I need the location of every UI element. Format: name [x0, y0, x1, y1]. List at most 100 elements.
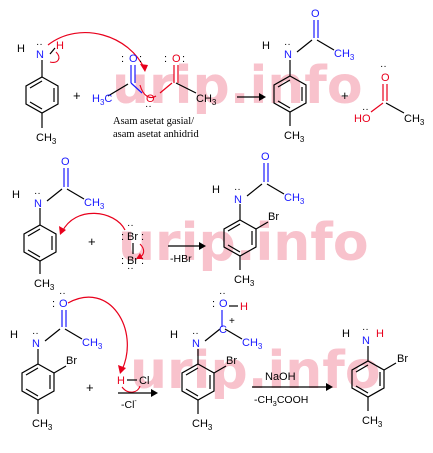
- prod-h-left: H: [342, 328, 350, 340]
- bromo-acetanilide: [223, 163, 285, 270]
- hydrogen-chloride: H Cl: [117, 375, 149, 387]
- amine-h-left: H: [17, 43, 25, 55]
- watermark-row-1: urip.info: [112, 56, 363, 116]
- curved-arrow-cleave: [139, 84, 157, 99]
- plus-sign-row1-b: +: [341, 88, 349, 103]
- amine-lone-pair: ··: [36, 39, 43, 50]
- bromo-acetanilide-reactant: [21, 310, 83, 414]
- curved-arrow-h-cl: [121, 385, 141, 393]
- bromine-molecule: Br : : ·· Br : : ··: [121, 220, 144, 274]
- int-br: Br: [226, 355, 237, 367]
- curved-arrow-o-to-h: [67, 296, 128, 371]
- p-toluidine-labels: H N ·· H CH3: [17, 39, 64, 146]
- reaction-arrow-row2-head: [199, 242, 206, 250]
- r3-amide-o: O: [59, 298, 68, 310]
- br-top-lp-r: :: [141, 231, 144, 243]
- r3-reactant-labels: H N ·· O ·· : CH3 Br CH3: [10, 288, 103, 432]
- int-o-lp: ··: [219, 288, 226, 299]
- acetanilide-reactant-labels: H N ·· O CH3 CH3: [12, 156, 105, 292]
- amide-o: O: [311, 8, 320, 20]
- r2-ring-ch3: CH3: [34, 278, 55, 292]
- arrowhead-n-attack: [140, 64, 148, 72]
- amine-n: N: [36, 49, 44, 61]
- reaction-arrow-row3a-head: [151, 389, 158, 397]
- reaction-arrow-row1-head: [259, 93, 266, 101]
- curved-arrow-nh: [49, 51, 60, 63]
- br-bottom-lp-b: ··: [127, 263, 134, 274]
- p-methylacetanilide-labels: H N ·· O CH3 CH3: [262, 8, 355, 144]
- r2-amide-ch3: CH3: [84, 197, 105, 211]
- r2-amide-h: H: [12, 189, 20, 201]
- amine-h-right-red: H: [56, 40, 64, 52]
- arrowhead-br-br: [136, 253, 143, 259]
- r3-amide-o-lp: ··: [59, 288, 66, 299]
- anhydride-left-o-lp2: :: [139, 53, 142, 65]
- plus-sign-row2: +: [88, 234, 96, 249]
- acetic-anhydride: [107, 65, 197, 97]
- prod-n: N: [362, 335, 370, 347]
- hcl-cl: Cl: [139, 375, 149, 387]
- r2p-amide-ch3: CH3: [284, 192, 305, 206]
- r3-amide-o-lp2: :: [52, 298, 55, 310]
- amide-ch3: CH3: [334, 48, 355, 62]
- p-methylacetanilide: [273, 20, 335, 126]
- r3-br: Br: [66, 355, 77, 367]
- p-toluidine: [25, 47, 59, 128]
- br-top-lp-l: :: [121, 231, 124, 243]
- acid-ch3: CH3: [404, 113, 425, 127]
- bromo-methylaniline: [351, 346, 397, 411]
- int-o-lp2: :: [212, 298, 215, 310]
- int-ring-ch3: CH3: [192, 418, 213, 432]
- reagent-label-line2: asam asetat anhidrid: [113, 129, 199, 140]
- intermediate-labels: H N ·· O ·· : H C + CH3 Br CH3: [170, 288, 263, 432]
- r3-amide-n: N: [32, 338, 40, 350]
- acid-ho-lp: ··: [362, 104, 369, 115]
- r3-amide-ch3: CH3: [82, 337, 103, 351]
- r2p-amide-n: N: [234, 194, 242, 206]
- int-c-charge: +: [229, 316, 235, 327]
- protonated-intermediate: [181, 305, 243, 414]
- p-methylacetanilide-reactant: [23, 168, 85, 274]
- prod-n-lp: ··: [362, 324, 369, 335]
- acetanilide-ring-ch3: CH3: [284, 130, 305, 144]
- plus-sign-row1: +: [73, 88, 81, 103]
- anhydride-right-o-lp2: :: [182, 53, 185, 65]
- reagent-naoh: NaOH: [265, 371, 296, 383]
- curved-arrow-n-attack: [47, 31, 146, 71]
- acid-ho: HO: [354, 113, 371, 125]
- bromo-acetanilide-labels: H N ·· O CH3 Br CH3: [212, 151, 305, 288]
- br-bottom-lp-l: :: [121, 255, 124, 267]
- anhydride-left-o: O: [129, 53, 138, 65]
- anhydride-bridge-o-lp: ··: [145, 101, 152, 112]
- anhydride-left-o-lp: :: [121, 53, 124, 65]
- prod-h-right: H: [376, 328, 384, 340]
- byproduct-acetic-acid: -CH3COOH: [254, 394, 308, 408]
- curved-arrow-ring-to-br: [61, 212, 126, 233]
- r2-amide-n: N: [34, 198, 42, 210]
- anhydride-right-o-lp: :: [164, 53, 167, 65]
- acid-carbonyl-o: O: [381, 72, 390, 84]
- int-amide-n-lp: ··: [192, 328, 199, 339]
- amide-n-lp: ··: [284, 39, 291, 50]
- hcl-h: H: [117, 375, 125, 387]
- prod-ring-ch3: CH3: [362, 415, 383, 429]
- amide-n: N: [284, 49, 292, 61]
- anhydride-ch3: CH3: [196, 93, 217, 107]
- r2-amide-n-lp: ··: [34, 188, 41, 199]
- toluidine-ch3: CH3: [36, 132, 57, 146]
- anhydride-labels: O : : H3C O ·· O : : CH3: [92, 53, 217, 112]
- r3-amide-h: H: [10, 329, 18, 341]
- byproduct-cl: -Cl-: [121, 398, 137, 411]
- reagent-label-line1: Asam asetat gasial/: [113, 116, 194, 127]
- int-c: C: [219, 324, 227, 336]
- prod-br: Br: [397, 353, 408, 365]
- r2-amide-o: O: [61, 156, 70, 168]
- int-o-h: H: [240, 301, 248, 313]
- arrowhead-o-to-h: [118, 365, 126, 374]
- int-ch3: CH3: [242, 337, 263, 351]
- byproduct-hbr: -HBr: [170, 253, 192, 265]
- watermark-layer: urip.info urip.info urip.info: [112, 56, 381, 401]
- acetic-acid: [370, 84, 405, 114]
- acid-carbonyl-o-lp: ··: [380, 61, 387, 72]
